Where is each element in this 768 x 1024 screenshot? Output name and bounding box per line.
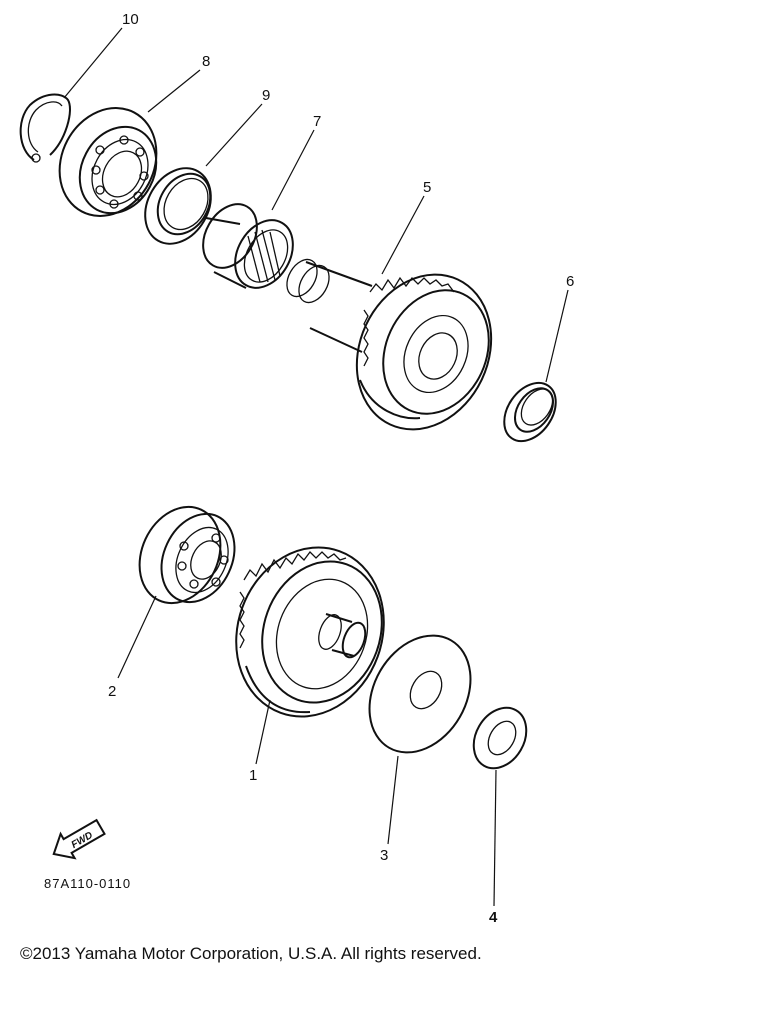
gear-part-1 [235,546,385,718]
copyright-notice: ©2013 Yamaha Motor Corporation, U.S.A. A… [20,944,482,963]
circlip-part-10 [19,93,71,163]
callout-8: 8 [202,53,210,70]
callout-5: 5 [423,179,431,196]
washer-part-4 [472,706,528,770]
seal-part-9 [144,167,212,245]
callout-6: 6 [566,273,574,290]
bearing-part-8 [58,107,158,217]
callout-3: 3 [380,847,388,864]
bearing-part-2 [138,505,236,605]
callout-7: 7 [313,113,321,130]
collar-part-6 [503,381,557,443]
callout-9: 9 [262,87,270,104]
callout-labels: 10 8 9 7 5 6 2 1 3 4 [108,11,574,926]
washer-part-3 [368,634,472,754]
callout-4: 4 [489,909,498,926]
shaft-gear-part-5 [286,258,493,431]
needle-bearing-part-7 [202,203,294,289]
callout-1: 1 [249,767,257,784]
callout-10: 10 [122,11,139,28]
fwd-arrow-icon: FWD [52,818,106,860]
callout-2: 2 [108,683,116,700]
leader-lines [63,27,569,907]
part-code: 87A110-0110 [44,876,131,891]
